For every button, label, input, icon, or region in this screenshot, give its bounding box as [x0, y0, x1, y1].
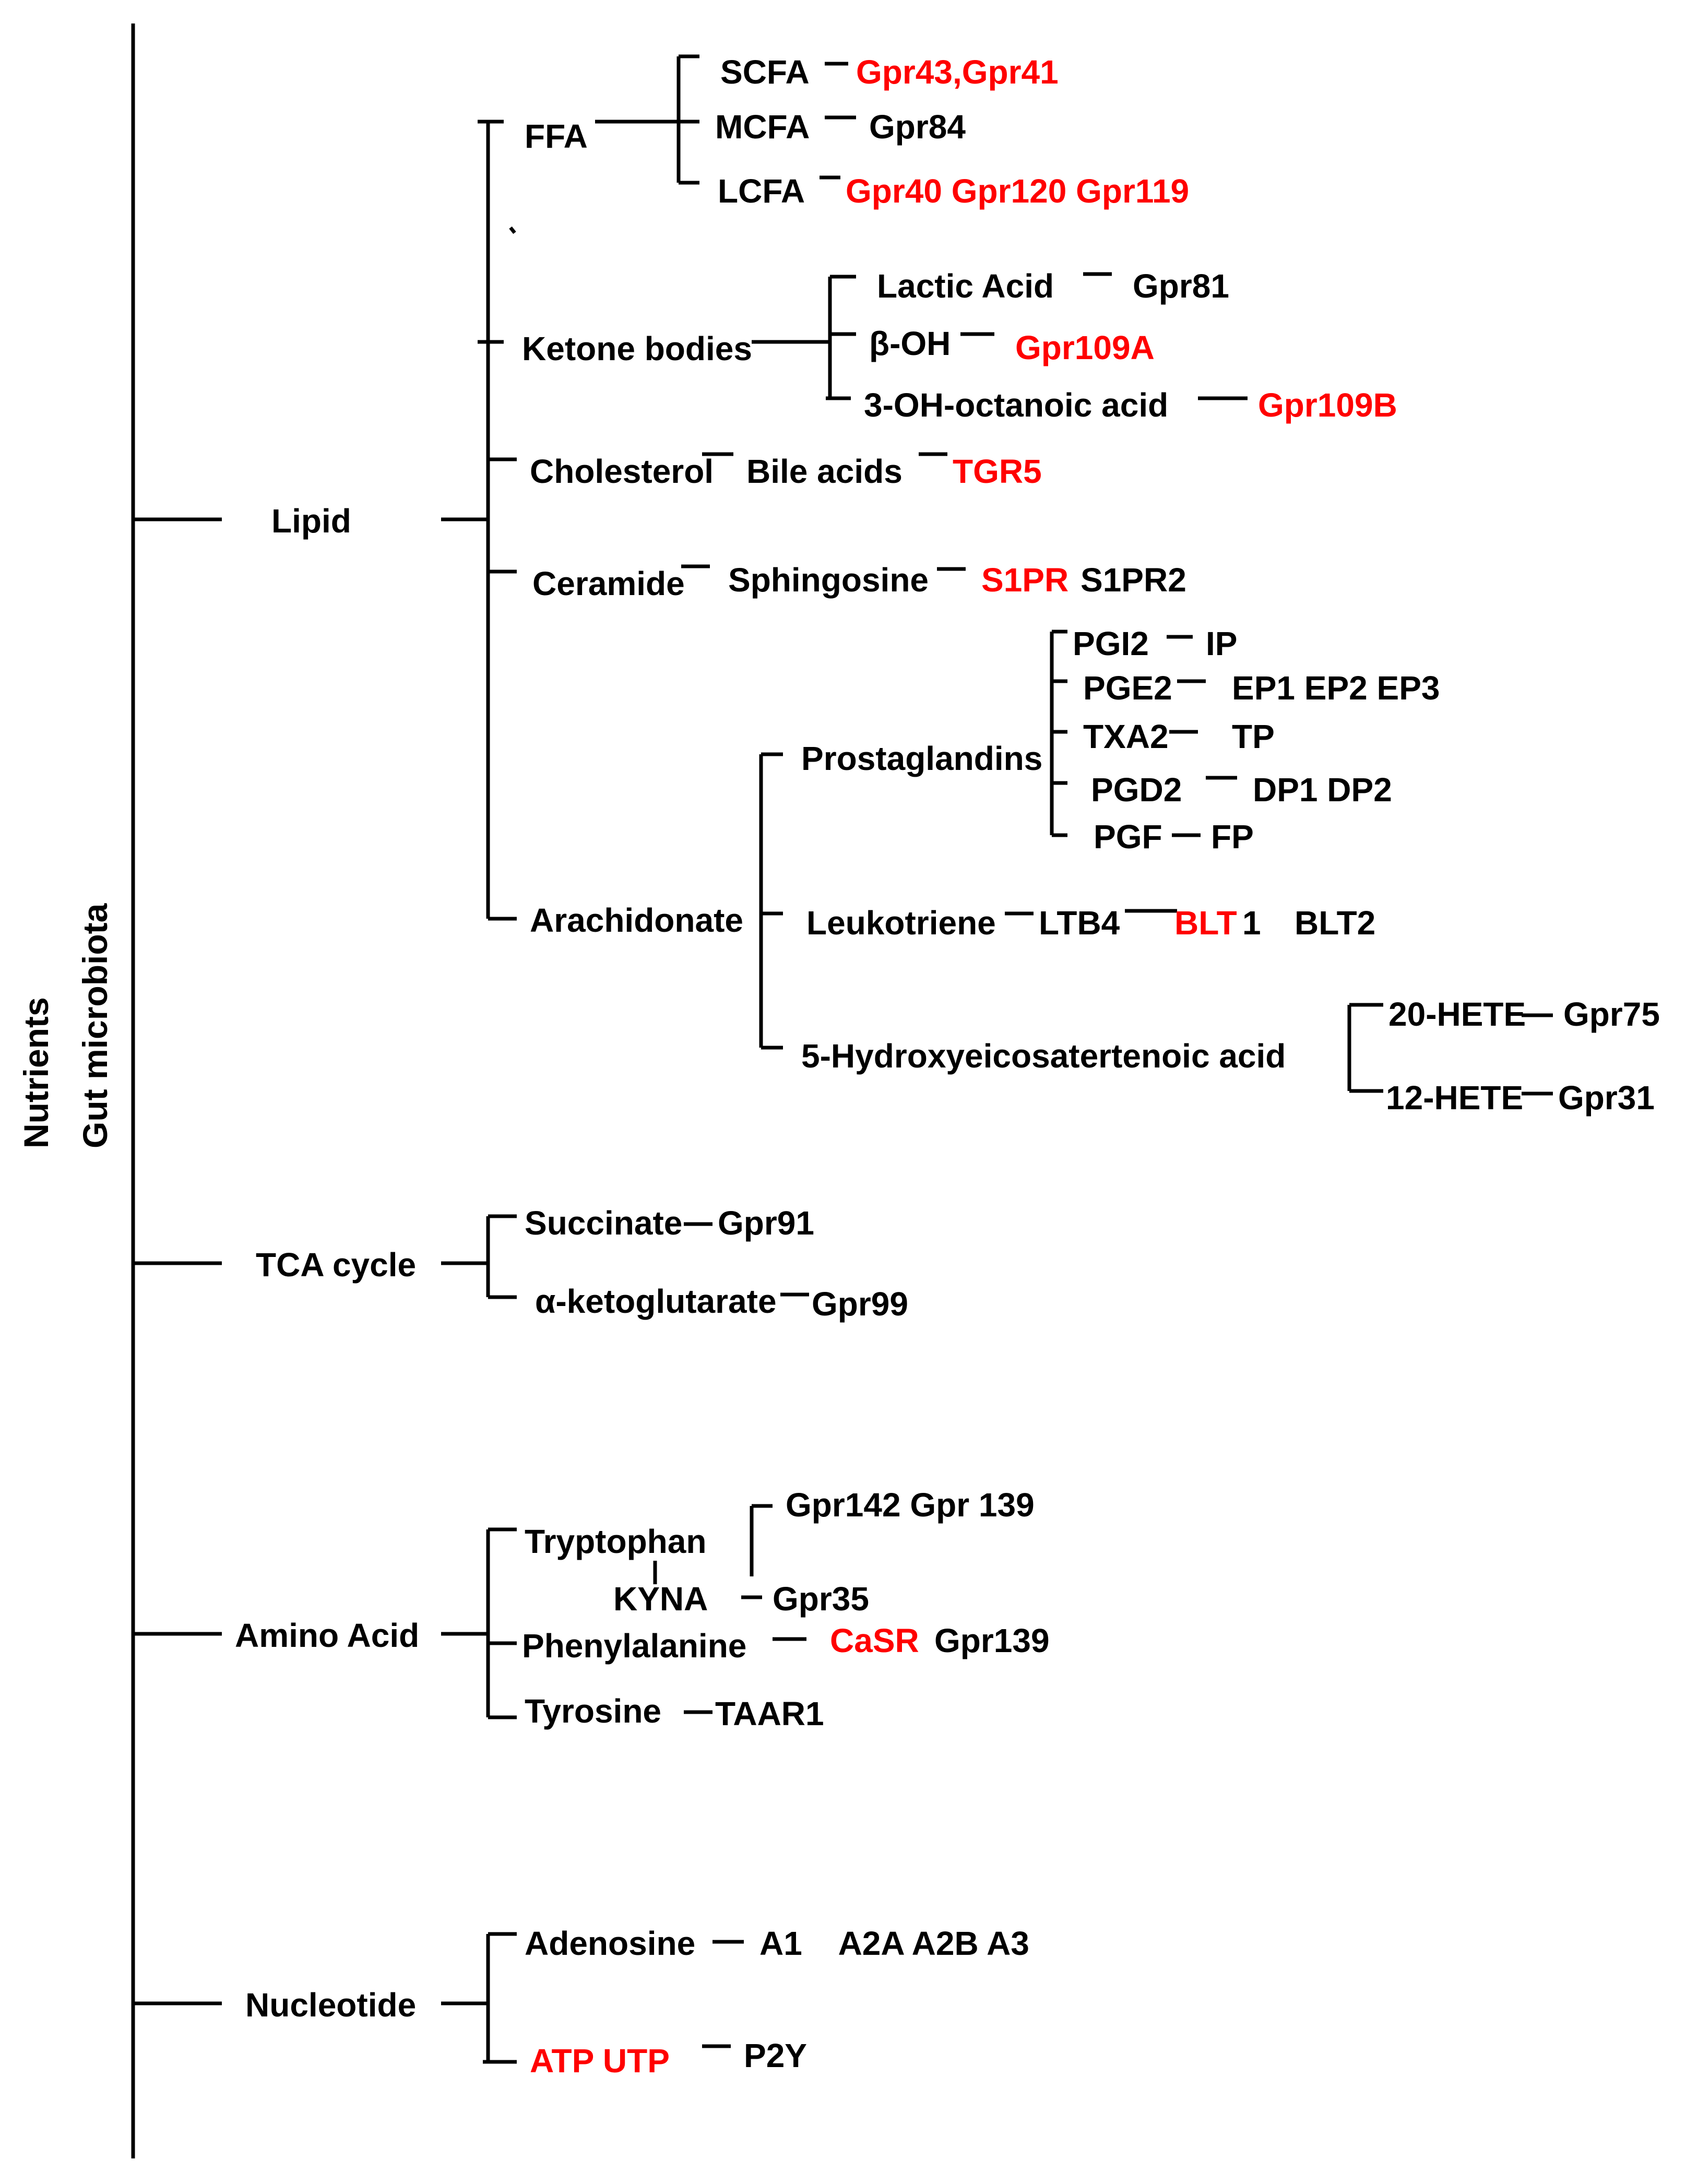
root-label-gut-microbiota: Gut microbiota: [76, 903, 114, 1148]
hete12-receptor: Gpr31: [1558, 1079, 1655, 1117]
kyna-label: KYNA: [613, 1580, 708, 1618]
kyna-receptor: Gpr35: [773, 1580, 869, 1618]
mcfa-label: MCFA: [715, 108, 810, 146]
akg-receptor: Gpr99: [812, 1285, 908, 1323]
scfa-label: SCFA: [720, 53, 810, 91]
hete20-label: 20-HETE: [1388, 995, 1526, 1033]
tyrosine-receptor: TAAR1: [715, 1695, 824, 1732]
blt2-receptor: BLT2: [1295, 904, 1375, 942]
atp-receptor: P2Y: [744, 2037, 807, 2074]
pgd2-receptors: DP1 DP2: [1253, 771, 1392, 809]
scfa-receptors: Gpr43,Gpr41: [856, 53, 1059, 91]
succinate-label: Succinate: [525, 1204, 682, 1242]
pgf-receptor: FP: [1211, 818, 1254, 856]
cholesterol-label: Cholesterol: [530, 453, 714, 490]
pgi2-receptor: IP: [1206, 625, 1237, 662]
sphingosine-receptor-s1pr2: S1PR2: [1081, 561, 1186, 599]
atp-utp-label: ATP UTP: [530, 2042, 670, 2080]
txa2-receptor: TP: [1232, 718, 1275, 755]
pgi2-label: PGI2: [1073, 625, 1149, 662]
category-amino-acid: Amino Acid: [235, 1617, 419, 1654]
tryptophan-receptors: Gpr142 Gpr 139: [786, 1486, 1035, 1524]
lcfa-receptors: Gpr40 Gpr120 Gpr119: [846, 172, 1189, 210]
category-nucleotide: Nucleotide: [245, 1986, 416, 2024]
arachidonate-label: Arachidonate: [530, 901, 743, 939]
tryptophan-label: Tryptophan: [525, 1523, 706, 1560]
phenylalanine-receptor-casr: CaSR: [830, 1622, 919, 1659]
sphingosine-receptor-s1pr: S1PR: [981, 561, 1068, 599]
ceramide-label: Ceramide: [532, 565, 685, 602]
ffa-label: FFA: [525, 117, 588, 155]
adenosine-label: Adenosine: [525, 1925, 695, 1962]
phenylalanine-label: Phenylalanine: [522, 1627, 746, 1665]
pge2-receptors: EP1 EP2 EP3: [1232, 669, 1440, 707]
lactic-acid-receptor: Gpr81: [1133, 267, 1229, 305]
octanoic-acid-receptor: Gpr109B: [1258, 386, 1397, 424]
tyrosine-label: Tyrosine: [525, 1692, 661, 1730]
bile-acids-label: Bile acids: [746, 453, 903, 490]
pge2-label: PGE2: [1083, 669, 1172, 707]
ltb4-label: LTB4: [1039, 904, 1120, 942]
sphingosine-label: Sphingosine: [728, 561, 929, 599]
connector-lines: [131, 23, 1553, 2158]
phenylalanine-receptor-gpr139: Gpr139: [934, 1622, 1050, 1659]
beta-oh-receptor: Gpr109A: [1015, 329, 1155, 366]
bile-acids-receptor: TGR5: [953, 453, 1042, 490]
txa2-label: TXA2: [1083, 718, 1169, 755]
hete12-label: 12-HETE: [1386, 1079, 1523, 1117]
lactic-acid-label: Lactic Acid: [877, 267, 1054, 305]
hete20-receptor: Gpr75: [1563, 995, 1660, 1033]
lcfa-label: LCFA: [718, 172, 805, 210]
leukotriene-label: Leukotriene: [806, 904, 996, 942]
blt1-receptor-suffix: 1: [1242, 904, 1261, 942]
akg-label: α-ketoglutarate: [535, 1283, 777, 1320]
blt1-receptor: BLT: [1174, 904, 1237, 942]
mcfa-receptor: Gpr84: [869, 108, 966, 146]
pgf-label: PGF: [1094, 818, 1162, 856]
category-lipid: Lipid: [271, 502, 351, 540]
octanoic-acid-label: 3-OH-octanoic acid: [864, 386, 1168, 424]
pgd2-label: PGD2: [1091, 771, 1182, 809]
adenosine-receptors: A1 A2A A2B A3: [759, 1925, 1029, 1962]
root-label-nutrients: Nutrients: [17, 997, 55, 1148]
succinate-receptor: Gpr91: [718, 1204, 814, 1242]
prostaglandins-label: Prostaglandins: [801, 740, 1042, 777]
hete-label: 5-Hydroxyeicosatertenoic acid: [801, 1037, 1286, 1075]
ketone-bodies-label: Ketone bodies: [522, 330, 752, 367]
stray-dot: [509, 226, 516, 234]
category-tca: TCA cycle: [256, 1246, 416, 1284]
beta-oh-label: β-OH: [869, 325, 951, 362]
